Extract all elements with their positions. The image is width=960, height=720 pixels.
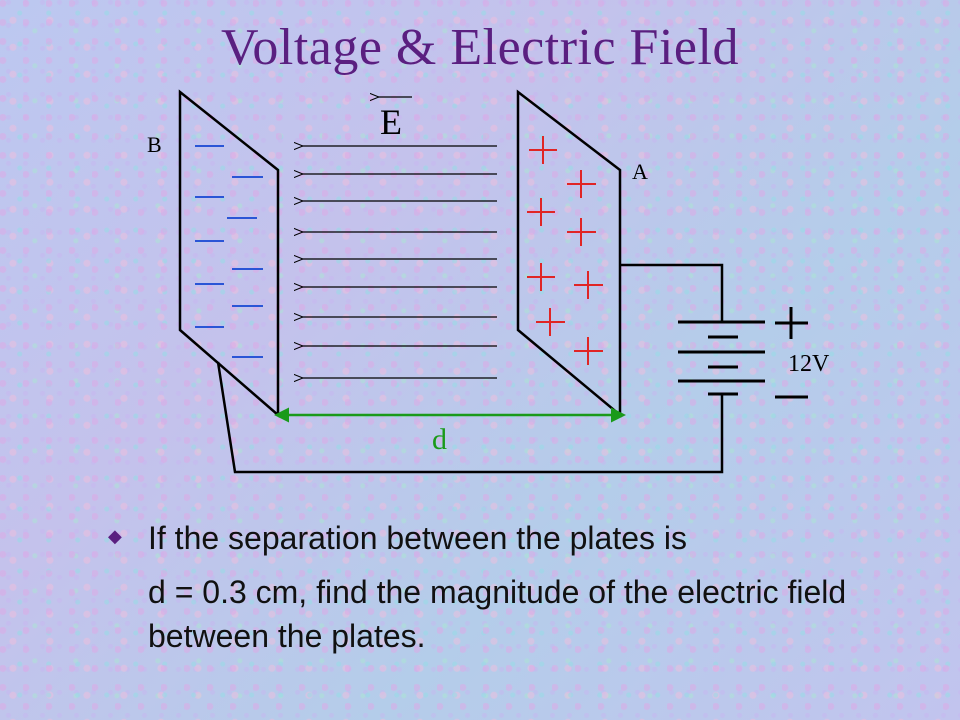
wire-bottom bbox=[216, 361, 724, 474]
distance-label: d bbox=[432, 423, 447, 456]
diamond-bullet-icon: ◆ bbox=[108, 526, 122, 546]
plate-b bbox=[178, 89, 280, 418]
question-line-2: d = 0.3 cm, find the magnitude of the el… bbox=[148, 574, 847, 654]
question-line-1: If the separation between the plates is bbox=[148, 520, 688, 556]
field-label: E bbox=[380, 102, 402, 142]
negative-charges bbox=[195, 145, 263, 358]
plate-a-label: A bbox=[632, 159, 648, 184]
positive-charges bbox=[527, 136, 603, 365]
question-bullet: ◆ If the separation between the plates i… bbox=[108, 512, 938, 658]
plate-b-label: B bbox=[147, 132, 162, 157]
battery-voltage-label: 12V bbox=[788, 351, 830, 377]
field-lines bbox=[302, 146, 497, 378]
plate-a bbox=[516, 89, 622, 418]
battery-plus-sign bbox=[775, 307, 808, 339]
wire-top bbox=[620, 263, 724, 322]
slide-title: Voltage & Electric Field bbox=[221, 19, 739, 76]
battery-icon bbox=[678, 320, 765, 396]
